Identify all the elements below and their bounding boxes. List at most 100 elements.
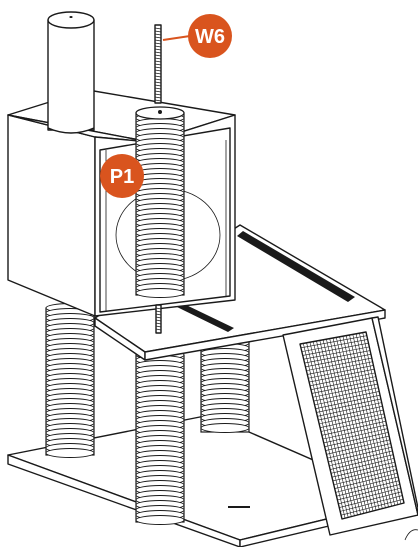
rod-thread (154, 60, 162, 63)
rod-thread (155, 319, 162, 322)
mesh-line (339, 491, 402, 508)
mesh-line (335, 476, 399, 493)
mesh-line (330, 458, 395, 474)
mesh-line (301, 339, 368, 352)
rod-thread (154, 30, 162, 33)
mesh-line (310, 376, 376, 390)
mesh-line (309, 372, 376, 387)
mesh-line (338, 487, 401, 505)
sisal-post-center (135, 106, 185, 298)
mesh-line (302, 342, 369, 356)
rod-thread (154, 33, 162, 36)
mesh-line (308, 365, 374, 379)
base-label-mark (228, 506, 250, 508)
callout-w6-label: W6 (195, 26, 225, 48)
callout-p1-badge (100, 154, 144, 198)
scratch-pad-mesh (299, 331, 405, 520)
rod-thread (154, 75, 162, 78)
mesh-line (300, 335, 367, 349)
mesh-line (321, 420, 386, 436)
rod-thread (154, 90, 162, 93)
rod-thread (154, 63, 162, 66)
mesh-line (331, 461, 395, 478)
sisal-ring (135, 515, 185, 525)
mesh-line (323, 428, 388, 444)
rod-thread (155, 325, 162, 328)
mesh-line (311, 380, 377, 394)
house-box (7, 89, 236, 317)
rod-thread (154, 45, 162, 48)
rod-thread (154, 48, 162, 51)
rod-thread (154, 27, 162, 30)
threaded-rod-lower (155, 304, 162, 334)
mesh-line (327, 443, 391, 459)
rod-thread (155, 313, 162, 316)
rod-thread (154, 96, 162, 99)
mesh-line (303, 346, 370, 360)
mesh-line (324, 432, 389, 448)
mesh-line (312, 383, 378, 398)
sisal-ring (200, 423, 250, 433)
mesh-line (320, 417, 386, 432)
mesh-line (329, 450, 393, 467)
rod-thread (155, 310, 162, 313)
sisal-post-front (135, 350, 185, 525)
mesh-line (334, 472, 398, 489)
mesh-line (305, 354, 372, 368)
mesh-line (318, 406, 383, 421)
rod-thread (154, 39, 162, 42)
mesh-line (299, 331, 367, 345)
rod-thread (155, 322, 162, 325)
rod-thread (154, 42, 162, 45)
rod-thread (154, 69, 162, 72)
middle-platform (94, 224, 386, 361)
rod-thread (154, 99, 162, 102)
mesh-line (332, 465, 396, 482)
callout-w6-badge (188, 14, 232, 58)
rod-thread (154, 66, 162, 69)
rod-thread (154, 78, 162, 81)
mesh-line (313, 387, 379, 402)
callout-w6: W6 (162, 14, 232, 58)
mesh-line (336, 480, 400, 497)
mesh-line (326, 439, 391, 455)
mesh-line (341, 498, 404, 516)
mesh-line (322, 424, 387, 440)
rod-thread (154, 84, 162, 87)
rod-thread (154, 87, 162, 90)
mesh-line (341, 502, 405, 520)
rod-thread (155, 316, 162, 319)
rod-thread (155, 328, 162, 331)
mesh-line (317, 402, 382, 417)
post-center-hole (158, 110, 162, 114)
sisal-ring (135, 288, 185, 298)
platform-slot-short (177, 303, 234, 332)
mesh-line (319, 409, 384, 425)
scratch-pad-panel (282, 316, 418, 541)
pad-edge-curve (404, 529, 418, 541)
platform-slot-long (237, 231, 355, 302)
rod-thread (154, 51, 162, 54)
mesh-line (320, 413, 385, 428)
sisal-post-left (45, 303, 95, 458)
mesh-line (340, 495, 403, 512)
mesh-line (307, 361, 373, 375)
mesh-line (316, 398, 381, 413)
callout-p1-label: P1 (110, 166, 134, 188)
rod-thread (155, 307, 162, 310)
mesh-line (315, 394, 381, 409)
mesh-line (314, 391, 380, 406)
sisal-ring (45, 448, 95, 458)
threaded-rod-w6 (154, 24, 162, 334)
callout-p1: P1 (100, 154, 144, 198)
rod-thread (154, 93, 162, 96)
mesh-line (333, 469, 397, 486)
mesh-line (309, 368, 375, 383)
rod-thread (154, 57, 162, 60)
top-tube (47, 11, 95, 134)
rod-thread (154, 72, 162, 75)
rod-thread (154, 81, 162, 84)
mesh-line (330, 454, 394, 470)
mesh-line (306, 357, 372, 371)
